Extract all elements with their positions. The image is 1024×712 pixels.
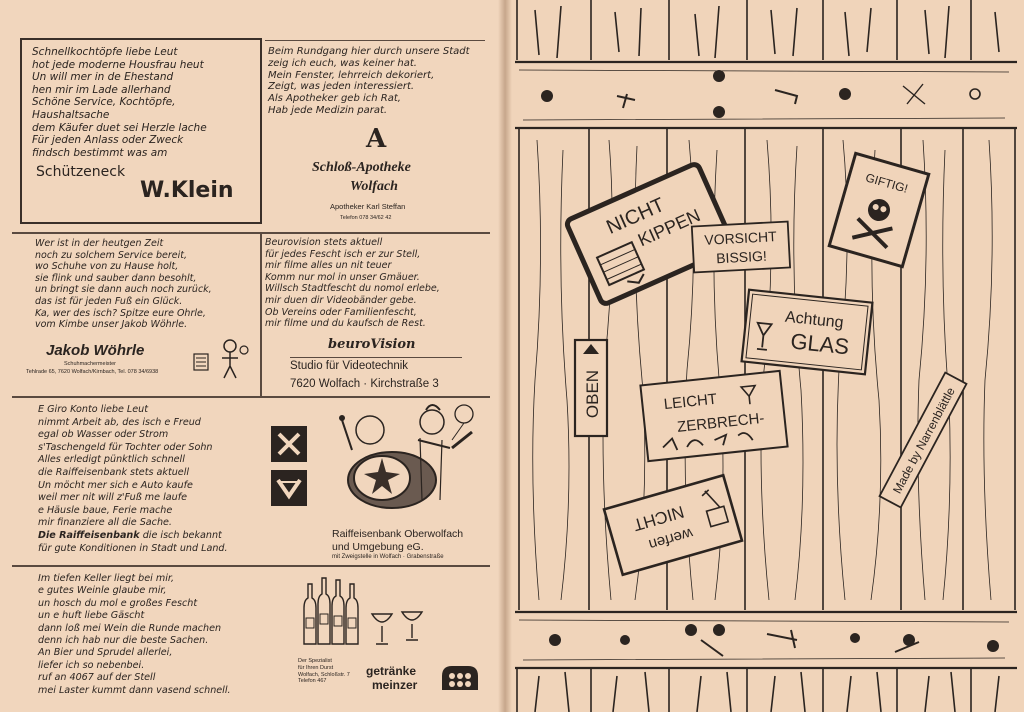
leicht-zerbrech-label: LEICHT ZERBRECH- — [639, 369, 789, 463]
achtung-text-2: GLAS — [789, 328, 850, 359]
nicht-werfen-label: werfen NICHT — [602, 473, 744, 577]
woehrle-name: Jakob Wöhrle — [46, 342, 145, 359]
achtung-glas-label: Achtung GLAS — [740, 288, 874, 376]
drummer-clowns-illustration — [339, 404, 474, 509]
beurovision-rule — [290, 357, 462, 358]
raiffeisen-name-line2: und Umgebung eG. — [332, 541, 424, 553]
wine-bottles-illustration — [303, 577, 424, 645]
crate-lid-illustration: NICHT KIPPEN VORSICHT BISSIG! GIFTIG! OB… — [515, 0, 1017, 712]
vorsicht-bissig-label: VORSICHT BISSIG! — [690, 220, 792, 274]
left-page — [0, 0, 505, 712]
apotheke-top-rule — [265, 40, 485, 41]
raiffeisen-branch: mit Zweigstelle in Wolfach · Grabenstraß… — [332, 554, 444, 560]
apotheke-poem: Beim Rundgang hier durch unsere Stadt ze… — [268, 46, 470, 116]
vorsicht-text-1: VORSICHT — [704, 228, 778, 248]
klein-name: W.Klein — [140, 178, 234, 203]
divider — [260, 232, 262, 396]
shoemaker-illustration — [193, 339, 249, 379]
vorsicht-text-2: BISSIG! — [716, 248, 767, 267]
beurovision-subtitle: Studio für Videotechnik — [290, 360, 409, 372]
raiffeisen-closing-text: die isch bekannt für gute Konditionen in… — [38, 530, 228, 554]
giftig-label: GIFTIG! — [827, 151, 931, 269]
credit-text: Made by Narrenblättle — [890, 385, 958, 496]
credit-label: Made by Narrenblättle — [878, 371, 968, 509]
beurovision-brand: beuroVision — [328, 337, 416, 352]
apotheke-logo: A — [366, 124, 387, 154]
raiffeisen-name-line1: Raiffeisenbank Oberwolfach — [332, 528, 464, 540]
woehrle-address: Tehlrade 65, 7620 Wolfach/Kirnbach, Tel.… — [26, 369, 159, 375]
woehrle-poem: Wer ist in der heutgen Zeit noch zu solc… — [35, 238, 212, 331]
raiffeisen-logo-cross — [271, 426, 307, 462]
meinzer-poem: Im tiefen Keller liegt bei mir, e gutes … — [38, 573, 231, 696]
beurovision-poem: Beurovision stets aktuell für jedes Fesc… — [265, 237, 440, 330]
meinzer-logo-icon — [442, 666, 478, 690]
leicht-text-1: LEICHT — [663, 391, 718, 413]
achtung-text-1: Achtung — [784, 309, 844, 332]
apotheke-name-line1: Schloß-Apotheke — [312, 160, 411, 175]
apotheke-owner: Apotheker Karl Steffan — [330, 202, 406, 211]
apotheke-phone: Telefon 078 34/62 42 — [340, 215, 392, 221]
volksbank-v-icon — [276, 478, 302, 500]
nicht-kippen-label: NICHT KIPPEN — [564, 162, 736, 306]
klein-tagline: Schützeneck — [36, 164, 126, 180]
raiffeisen-poem: E Giro Konto liebe Leut nimmt Arbeit ab,… — [38, 404, 213, 529]
divider — [12, 396, 490, 398]
apotheke-name-line2: Wolfach — [350, 179, 398, 194]
meinzer-info: Der Spezialist für Ihren Durst Wolfach, … — [298, 658, 350, 685]
meinzer-brand-line1: getränke — [366, 664, 417, 678]
raiffeisen-closing: Die Raiffeisenbank die isch bekannt für … — [38, 530, 228, 555]
klein-poem: Schnellkochtöpfe liebe Leut hot jede mod… — [32, 46, 207, 159]
klein-ad-box — [20, 38, 262, 224]
beurovision-address: 7620 Wolfach · Kirchstraße 3 — [290, 378, 439, 390]
raiffeisen-closing-brand: Die Raiffeisenbank — [38, 530, 140, 541]
oben-text: OBEN — [583, 370, 602, 418]
divider — [12, 565, 490, 567]
page-gutter — [498, 0, 512, 712]
raiffeisen-cross-icon — [277, 432, 301, 456]
raiffeisen-logo-v — [271, 470, 307, 506]
oben-label: OBEN — [573, 338, 609, 438]
woehrle-trade: Schuhmachermeister — [64, 361, 116, 367]
meinzer-brand-line2: meinzer — [372, 678, 418, 692]
divider — [12, 232, 490, 234]
